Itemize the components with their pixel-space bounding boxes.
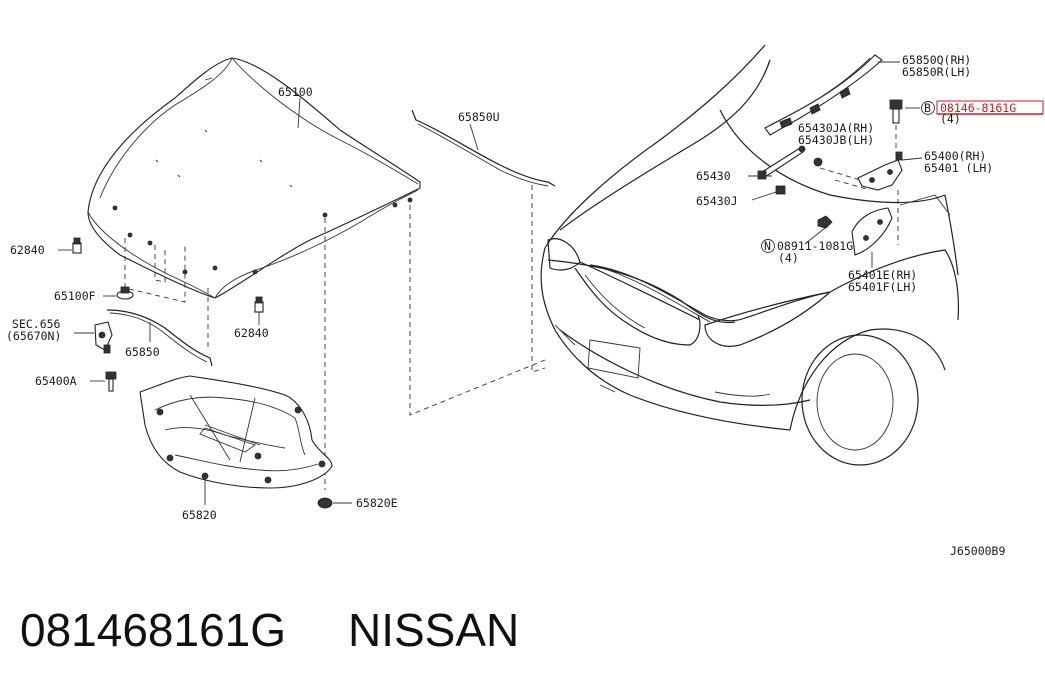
car-body bbox=[540, 44, 960, 466]
label-stay-clip: 65430J bbox=[696, 194, 738, 208]
label-sec-ref: SEC.656 bbox=[12, 317, 61, 331]
bumper-right-part bbox=[254, 296, 264, 313]
label-hinge-assy-lh: 65401F(LH) bbox=[848, 280, 917, 294]
label-insulator: 65820 bbox=[182, 508, 217, 522]
label-highlighted-bolt-qty: (4) bbox=[940, 112, 961, 126]
hinge-assy-part bbox=[851, 207, 893, 256]
stay-clip-part bbox=[775, 185, 786, 195]
nut-part bbox=[817, 215, 833, 229]
label-seal-front: 65850U bbox=[458, 110, 500, 124]
leader-stay-clip bbox=[751, 191, 777, 201]
bumper-left-part bbox=[72, 237, 82, 254]
label-hood: 65100 bbox=[278, 85, 313, 99]
guide-hinges bbox=[819, 167, 899, 245]
hood-latch-part bbox=[94, 321, 113, 354]
highlighted-bolt-part bbox=[889, 99, 903, 124]
label-bolt: 65400A bbox=[35, 374, 77, 388]
label-highlighted-bolt: 08146-8161G bbox=[940, 101, 1016, 115]
label-clip: 65100F bbox=[54, 289, 96, 303]
label-nut-prefix: N bbox=[764, 239, 771, 253]
clip-part bbox=[116, 286, 134, 300]
hood-seal-lower bbox=[106, 309, 213, 367]
caption-part-number: 081468161G bbox=[20, 604, 286, 656]
guide-hood-clip-2 bbox=[154, 245, 166, 283]
label-seal-side-rh: 65850Q(RH) bbox=[902, 53, 971, 67]
hood-seal-lower-inner bbox=[109, 312, 208, 363]
label-bumper-right: 62840 bbox=[234, 326, 269, 340]
bolt-part bbox=[105, 371, 117, 392]
label-bumper-left: 62840 bbox=[10, 243, 45, 257]
hood-seal-front bbox=[411, 109, 556, 187]
diagram-code: J65000B9 bbox=[950, 544, 1005, 558]
hood-stay-part bbox=[757, 145, 806, 180]
label-seal-side-lh: 65850R(LH) bbox=[902, 65, 971, 79]
bolt-prefix-circle bbox=[921, 101, 935, 115]
nut-prefix-circle bbox=[761, 239, 775, 253]
leader-nut bbox=[804, 227, 826, 245]
hood-seal-side-part bbox=[764, 54, 883, 136]
label-nut-qty: (4) bbox=[778, 251, 799, 265]
leader-hinge bbox=[901, 157, 923, 161]
label-stay-lh: 65430JB(LH) bbox=[798, 133, 874, 147]
guide-seal-front bbox=[531, 185, 546, 373]
label-hinge-rh: 65400(RH) bbox=[924, 149, 986, 163]
caption-brand: NISSAN bbox=[348, 604, 519, 656]
label-seal-lower: 65850 bbox=[125, 345, 160, 359]
hood-hinge-part bbox=[857, 151, 903, 191]
leader-hood bbox=[297, 97, 301, 129]
stay-ball-part bbox=[813, 157, 823, 167]
label-hinge-assy-rh: 65401E(RH) bbox=[848, 268, 917, 282]
label-insulator-clip: 65820E bbox=[356, 496, 398, 510]
label-nut: 08911-1081G bbox=[777, 239, 853, 253]
guide-hood-to-car bbox=[409, 205, 546, 416]
label-hinge-lh: 65401 (LH) bbox=[924, 161, 993, 175]
leader-seal-front bbox=[469, 123, 479, 151]
hood-seal-front-inner bbox=[417, 123, 549, 187]
hood-insulator-part bbox=[139, 375, 333, 489]
label-stay-rh: 65430JA(RH) bbox=[798, 121, 874, 135]
label-stay: 65430 bbox=[696, 169, 731, 183]
label-sec-ref-sub: (65670N) bbox=[6, 329, 61, 343]
label-bolt-prefix: B bbox=[924, 101, 931, 115]
insulator-clip-part bbox=[317, 497, 333, 509]
hood-panel bbox=[87, 57, 421, 299]
